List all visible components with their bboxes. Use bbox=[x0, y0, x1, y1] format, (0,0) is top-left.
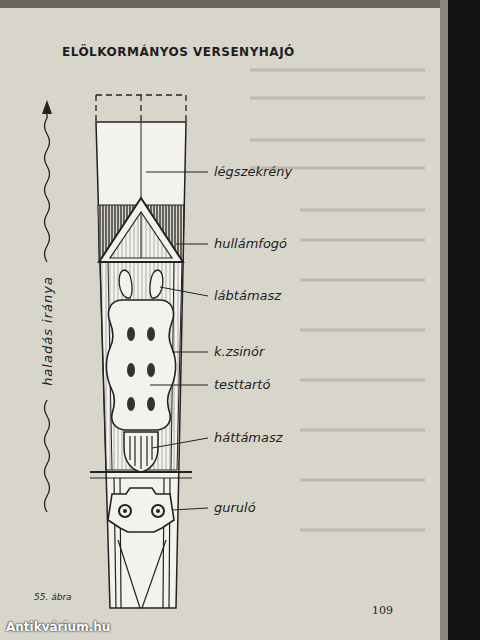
watermark: Antikvárium.hu bbox=[6, 620, 110, 634]
direction-label: haladás iránya bbox=[40, 273, 55, 389]
part-label: guruló bbox=[214, 500, 256, 515]
part-label: háttámasz bbox=[214, 430, 283, 445]
part-label: lábtámasz bbox=[214, 288, 281, 303]
part-label: légszekrény bbox=[214, 164, 292, 179]
part-label: k.zsinór bbox=[214, 344, 264, 359]
part-label: hullámfogó bbox=[214, 236, 287, 251]
figure-caption: 55. ábra bbox=[34, 592, 72, 602]
diagram-title: ELÖLKORMÁNYOS VERSENYHAJÓ bbox=[62, 45, 295, 59]
page-number: 109 bbox=[372, 604, 393, 617]
part-label: testtartó bbox=[214, 377, 270, 392]
